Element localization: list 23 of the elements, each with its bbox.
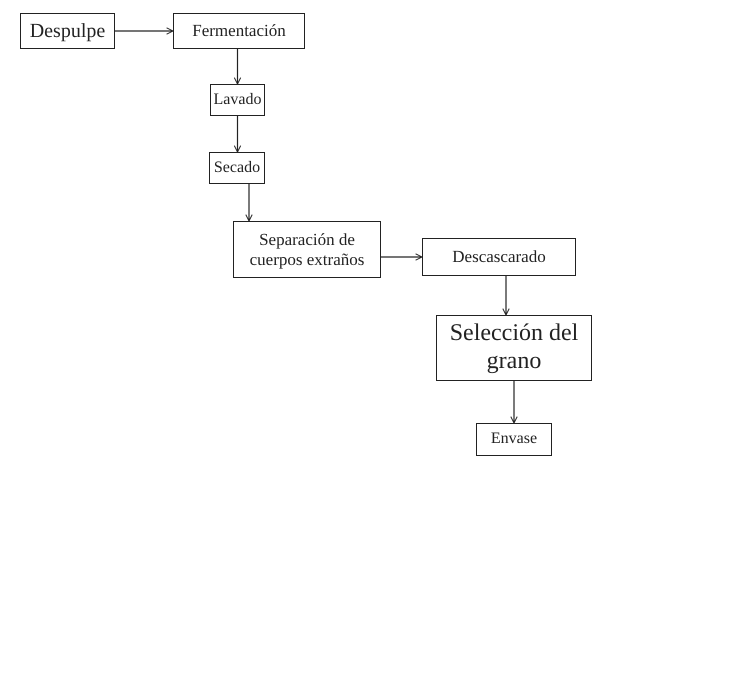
process-box: [209, 152, 265, 184]
step-label: Separación de cuerpos extraños: [248, 230, 366, 270]
step-label: Despulpe: [30, 20, 106, 42]
process-box: [20, 13, 115, 49]
arrow: [510, 381, 518, 424]
process-box: [422, 238, 576, 276]
process-box: [210, 84, 265, 116]
process-box: [476, 423, 552, 456]
process-box: [233, 221, 381, 278]
step-label: Descascarado: [452, 247, 546, 267]
arrow: [245, 184, 253, 222]
arrow: [502, 276, 510, 316]
step-label: Selección del grano: [448, 320, 580, 376]
step-label: Fermentación: [192, 21, 286, 41]
arrow: [234, 116, 242, 152]
step-label: Envase: [490, 430, 538, 449]
process-box: [436, 315, 592, 381]
step-label: Lavado: [214, 90, 262, 110]
process-box: [173, 13, 305, 49]
arrow: [234, 49, 242, 84]
step-label: Secado: [214, 158, 260, 178]
arrow: [381, 253, 422, 261]
arrow: [115, 27, 174, 35]
